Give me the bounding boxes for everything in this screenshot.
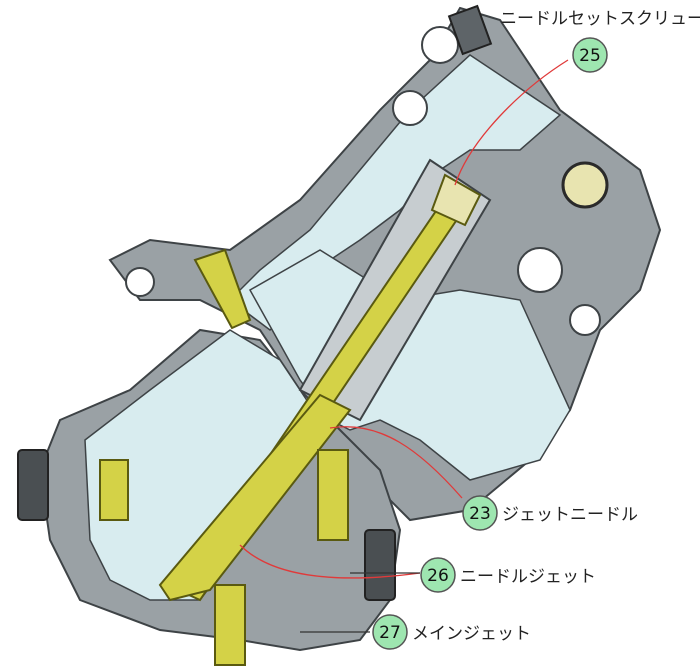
throttle-shaft — [561, 161, 609, 209]
mounting-boss-left — [125, 267, 155, 297]
callout-label-25: ニードルセットスクリュー — [500, 9, 700, 29]
callout-26: 26 ニードルジェット — [420, 557, 596, 593]
leader-line-23 — [329, 426, 463, 499]
needle-assembly — [17, 173, 482, 666]
mounting-boss-left-upper — [392, 90, 428, 126]
leader-line-26 — [239, 544, 421, 579]
drain-plug-left — [17, 449, 49, 521]
leader-line-25 — [454, 59, 569, 186]
callout-number-23: 23 — [469, 504, 491, 524]
drain-plug-right — [364, 529, 396, 601]
callout-label-27: メインジェット — [412, 624, 531, 644]
pilot-screw-left — [193, 248, 252, 330]
callout-number-25: 25 — [579, 46, 601, 66]
top-cap — [447, 4, 493, 56]
callout-badge-26 — [420, 557, 456, 593]
main-jet-icon — [214, 584, 246, 666]
needle-jet-icon — [158, 393, 352, 602]
slow-jet — [317, 449, 349, 541]
callout-number-27: 27 — [379, 623, 401, 643]
callout-25: 25 ニードルセットスクリュー — [500, 9, 700, 73]
mounting-boss-lower-right — [569, 304, 601, 336]
set-screw-icon — [430, 173, 482, 227]
callout-badge-27 — [372, 614, 408, 650]
leader-lines-dark — [300, 572, 420, 633]
mounting-boss-right — [517, 247, 563, 293]
callout-23: 23 ジェットニードル — [462, 495, 638, 531]
float-needle-valve — [99, 459, 129, 521]
carburetor-body — [38, 4, 662, 652]
callout-badge-23 — [462, 495, 498, 531]
callout-badge-25 — [572, 37, 608, 73]
callout-label-26: ニードルジェット — [460, 567, 596, 587]
callout-label-23: ジェットニードル — [502, 505, 638, 525]
callout-number-26: 26 — [427, 566, 449, 586]
leader-lines — [239, 59, 569, 579]
callout-27: 27 メインジェット — [372, 614, 531, 650]
mounting-boss-top — [421, 26, 459, 64]
